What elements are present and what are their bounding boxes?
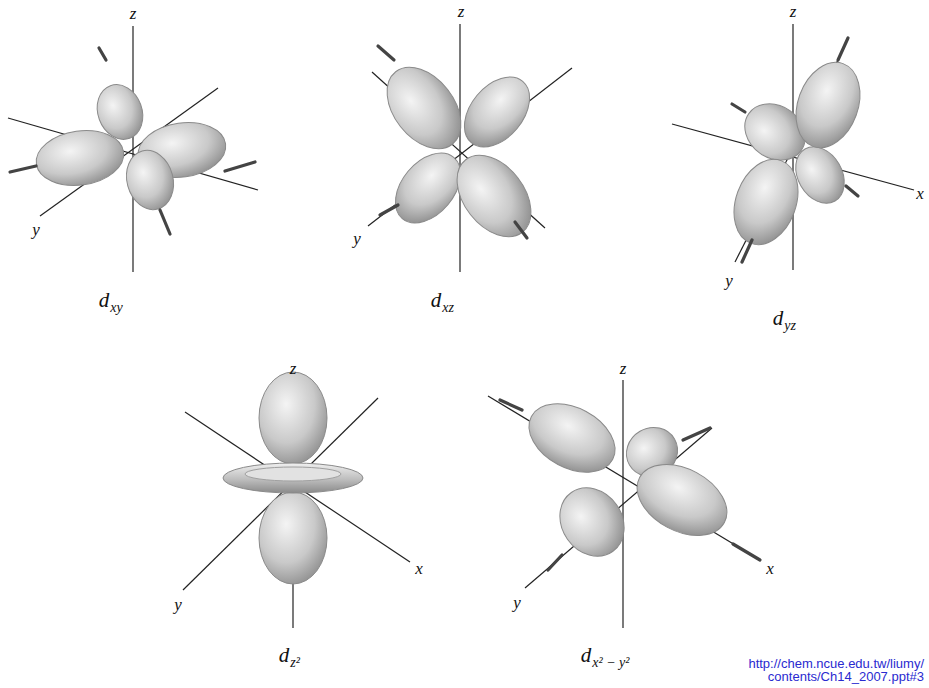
axis-stub bbox=[838, 38, 848, 60]
lobe bbox=[451, 65, 542, 160]
axis-label: z bbox=[458, 3, 465, 20]
lobe bbox=[33, 125, 128, 191]
axis-stub bbox=[742, 240, 752, 262]
orbital-lobes bbox=[33, 53, 872, 584]
axis-label: y bbox=[725, 272, 733, 289]
torus bbox=[223, 463, 363, 493]
axis-label: z bbox=[620, 360, 627, 377]
axis-stub bbox=[10, 166, 36, 172]
axis-label: y bbox=[32, 221, 40, 238]
lobe bbox=[259, 372, 327, 464]
axis-label: x bbox=[916, 185, 924, 202]
axis-label: y bbox=[353, 230, 361, 247]
axis-stub bbox=[380, 205, 398, 215]
axis-stub bbox=[683, 428, 710, 440]
orbital-name: d bbox=[431, 290, 442, 311]
axis-stub bbox=[99, 48, 106, 60]
orbital-subscript: yz bbox=[784, 319, 796, 333]
orbital-name: d bbox=[279, 645, 290, 666]
orbital-subscript: x² − y² bbox=[592, 656, 629, 670]
lobe bbox=[517, 390, 626, 486]
axis-stubs bbox=[10, 38, 858, 570]
axis-label: y bbox=[174, 596, 182, 613]
axis-stub bbox=[160, 210, 170, 234]
orbital-name: d bbox=[99, 290, 110, 311]
lobe bbox=[625, 450, 739, 550]
axis-stub bbox=[500, 400, 522, 410]
x-axis bbox=[488, 396, 760, 560]
orbital-name: d bbox=[773, 308, 784, 329]
axis-label: z bbox=[130, 5, 137, 22]
orbital-subscript: xz bbox=[442, 301, 454, 315]
axis-stub bbox=[515, 222, 527, 238]
axis-label: z bbox=[790, 3, 797, 20]
axis-stub bbox=[733, 544, 760, 560]
lobe bbox=[723, 150, 809, 253]
axes bbox=[8, 24, 914, 628]
axis-stub bbox=[846, 186, 858, 196]
axis-stub bbox=[732, 104, 745, 112]
axis-label: x bbox=[766, 560, 774, 577]
axis-stub bbox=[225, 162, 255, 171]
z-axis bbox=[459, 24, 460, 272]
lobe bbox=[120, 145, 180, 215]
axis-label: y bbox=[513, 594, 521, 611]
torus-hole bbox=[245, 467, 341, 481]
orbital-subscript: xy bbox=[110, 301, 122, 315]
axis-stub bbox=[378, 46, 394, 60]
lobe bbox=[372, 53, 476, 162]
axis-label: x bbox=[415, 560, 423, 577]
axis-stub bbox=[548, 555, 562, 570]
source-url: http://chem.ncue.edu.tw/liumy/ contents/… bbox=[724, 657, 924, 684]
axis-label: z bbox=[290, 360, 297, 377]
orbital-subscript: z² bbox=[290, 656, 300, 670]
lobe bbox=[785, 53, 871, 156]
orbital-name: d bbox=[581, 645, 592, 666]
lobe bbox=[442, 141, 546, 250]
lobe bbox=[259, 492, 327, 584]
